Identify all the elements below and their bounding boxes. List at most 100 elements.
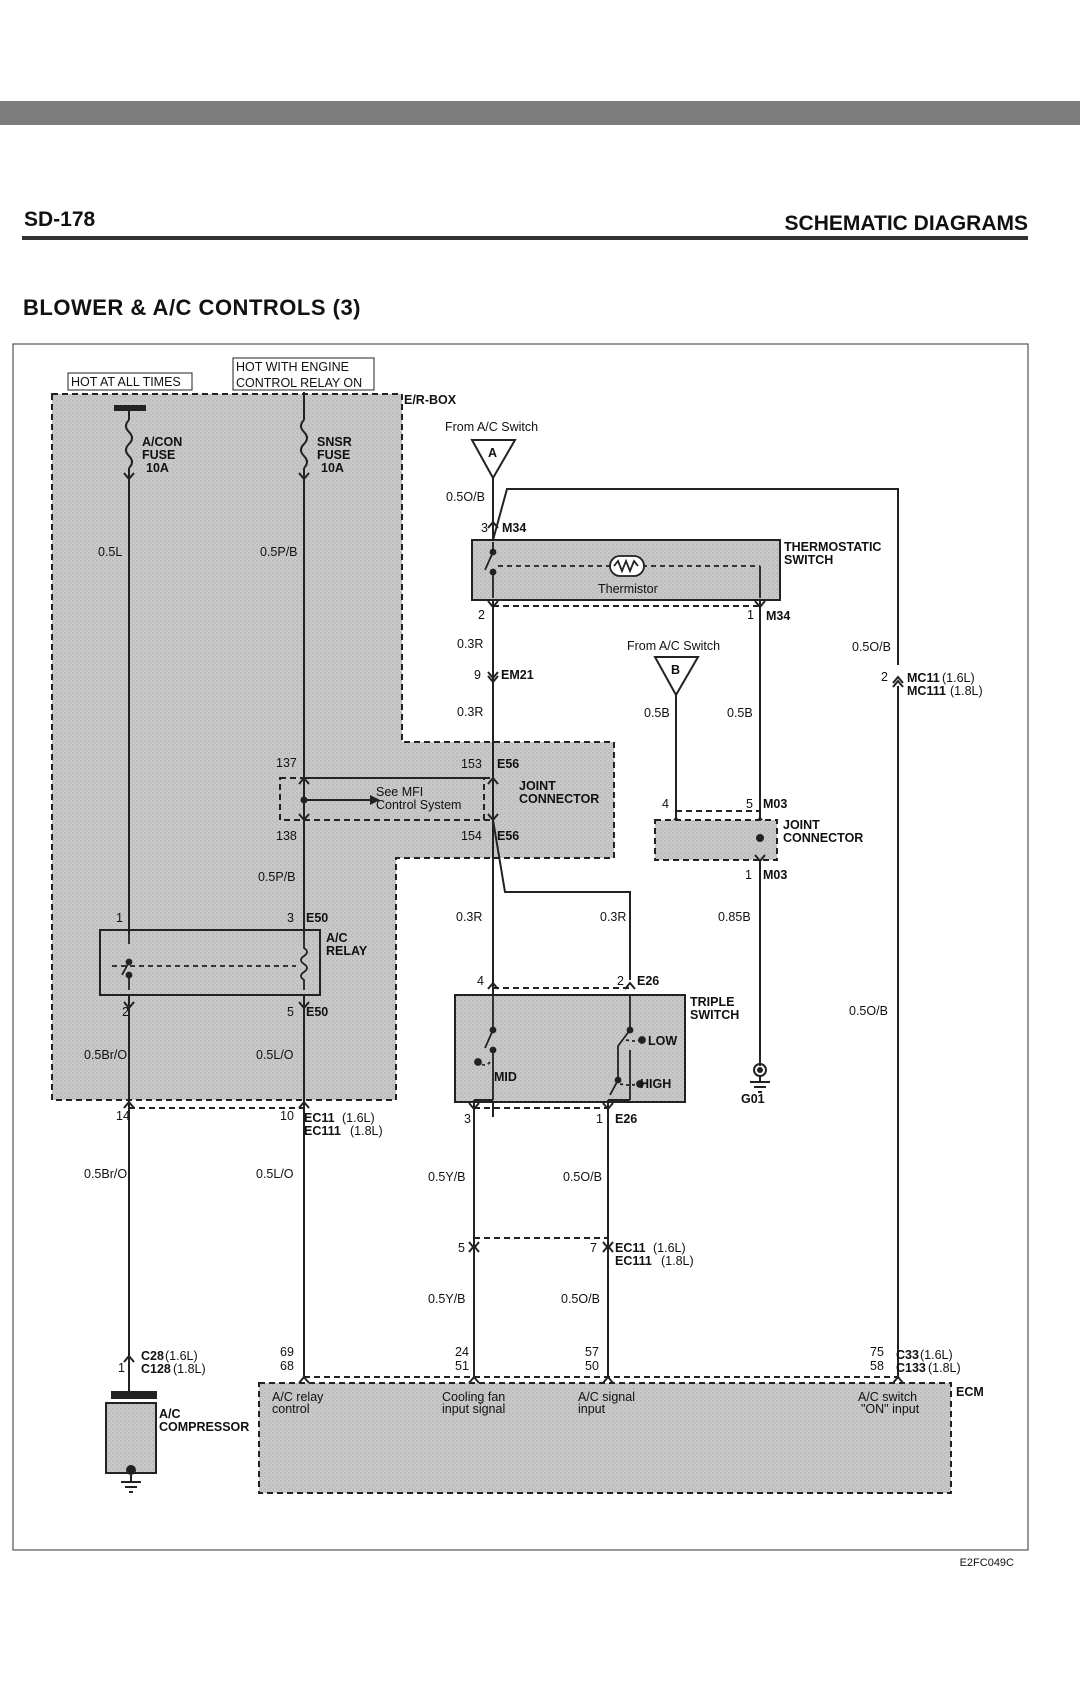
wire-label: 0.85B bbox=[718, 910, 751, 924]
figure-code: E2FC049C bbox=[959, 1557, 1014, 1569]
pin-label: 5 bbox=[458, 1241, 465, 1255]
header-rule bbox=[22, 236, 1028, 240]
pin-label: 1 bbox=[118, 1361, 125, 1375]
pin-label: 5 bbox=[287, 1005, 294, 1019]
pin-label: 1 bbox=[596, 1112, 603, 1126]
source-a-triangle bbox=[470, 439, 517, 481]
wire-label: 0.5O/B bbox=[561, 1292, 600, 1306]
wire-label: 0.3R bbox=[600, 910, 626, 924]
compressor-label-2: COMPRESSOR bbox=[159, 1420, 249, 1434]
top-band bbox=[0, 101, 1080, 125]
pin-label: 57 bbox=[585, 1345, 599, 1359]
mfi-joint bbox=[279, 777, 485, 821]
pin-label: 1 bbox=[116, 911, 123, 925]
wire-label: 0.3R bbox=[457, 637, 483, 651]
hot-engine-label-2: CONTROL RELAY ON bbox=[236, 376, 362, 390]
connector-label: E56 bbox=[497, 829, 519, 843]
pin-label: 10 bbox=[280, 1109, 294, 1123]
pin-label: 5 bbox=[746, 797, 753, 811]
pin-label: 1 bbox=[747, 608, 754, 622]
snsr-fuse-label-2: FUSE bbox=[317, 448, 350, 462]
pin-label: 138 bbox=[276, 829, 297, 843]
pin-label: 137 bbox=[276, 756, 297, 770]
pin-label: 4 bbox=[662, 797, 669, 811]
connector-label: MC11 bbox=[907, 671, 940, 685]
source-b-letter: B bbox=[671, 663, 680, 677]
wire-label: 0.5B bbox=[644, 706, 670, 720]
wire-label: 0.5Br/O bbox=[84, 1167, 127, 1181]
joint-connector-label-2: CONNECTOR bbox=[519, 792, 599, 806]
connector-label: M34 bbox=[502, 521, 526, 535]
ecm-module bbox=[258, 1382, 952, 1494]
connector-variant: (1.8L) bbox=[950, 684, 983, 698]
pin-label: 50 bbox=[585, 1359, 599, 1373]
pin-label: 9 bbox=[474, 668, 481, 682]
hot-engine-box bbox=[232, 357, 375, 391]
snsr-fuse-label-1: SNSR bbox=[317, 435, 352, 449]
wire-label: 0.5O/B bbox=[446, 490, 485, 504]
wire-label: 0.5P/B bbox=[260, 545, 298, 559]
pin-label: 1 bbox=[745, 868, 752, 882]
mid-label: MID bbox=[494, 1070, 517, 1084]
diagram-frame bbox=[12, 343, 1029, 1551]
connector-label: EC11 bbox=[615, 1241, 646, 1255]
connector-label: M03 bbox=[763, 797, 787, 811]
relay-label-1: A/C bbox=[326, 931, 348, 945]
ecm-input-label: A/C relay bbox=[272, 1390, 324, 1404]
source-b-triangle bbox=[653, 656, 700, 698]
wire-label: 0.3R bbox=[457, 705, 483, 719]
connector-label: C28 bbox=[141, 1349, 164, 1363]
high-label: HIGH bbox=[640, 1077, 671, 1091]
acon-fuse-label-2: FUSE bbox=[142, 448, 175, 462]
connector-variant: (1.8L) bbox=[173, 1362, 206, 1376]
ecm-input-label: Cooling fan bbox=[442, 1390, 505, 1404]
connector-label: EC111 bbox=[304, 1124, 341, 1138]
pin-label: 2 bbox=[881, 670, 888, 684]
wire-label: 0.5O/B bbox=[849, 1004, 888, 1018]
ecm-label: ECM bbox=[956, 1385, 984, 1399]
ecm-input-label: input signal bbox=[442, 1402, 505, 1416]
wire-label: 0.5L bbox=[98, 545, 122, 559]
split-wire bbox=[492, 819, 631, 980]
ecm-input-label: input bbox=[578, 1402, 606, 1416]
joint-connector-label-1: JOINT bbox=[519, 779, 556, 793]
pin-label: 68 bbox=[280, 1359, 294, 1373]
connector-label: C133 bbox=[896, 1361, 926, 1375]
pin-label: 2 bbox=[122, 1005, 129, 1019]
ecm-input-label: A/C signal bbox=[578, 1390, 635, 1404]
thermostatic-label-2: SWITCH bbox=[784, 553, 833, 567]
pin-label: 7 bbox=[590, 1241, 597, 1255]
connector-variant: (1.6L) bbox=[920, 1348, 953, 1362]
connector-label: EC111 bbox=[615, 1254, 652, 1268]
acon-fuse bbox=[123, 411, 135, 934]
ac-relay bbox=[99, 929, 321, 996]
connector-variant: (1.6L) bbox=[942, 671, 975, 685]
relay-internals bbox=[112, 934, 308, 990]
triple-label-1: TRIPLE bbox=[690, 995, 734, 1009]
triple-label-2: SWITCH bbox=[690, 1008, 739, 1022]
pin-label: 3 bbox=[287, 911, 294, 925]
pin-label: 75 bbox=[870, 1345, 884, 1359]
wire-label: 0.5L/O bbox=[256, 1167, 294, 1181]
connector-label: C33 bbox=[896, 1348, 919, 1362]
pin-label: 4 bbox=[477, 974, 484, 988]
thermistor-label: Thermistor bbox=[598, 582, 658, 596]
low-label: LOW bbox=[648, 1034, 677, 1048]
thermo-bypass bbox=[492, 488, 899, 665]
connector-label: E50 bbox=[306, 1005, 328, 1019]
pin-label: 3 bbox=[464, 1112, 471, 1126]
mfi-label-2: Control System bbox=[376, 798, 461, 812]
thermostatic-internals bbox=[484, 542, 761, 598]
ground-label: G01 bbox=[741, 1092, 765, 1106]
ac-compressor bbox=[105, 1402, 157, 1474]
er-box bbox=[51, 393, 615, 1101]
ecm-input-label: A/C switch bbox=[858, 1390, 917, 1404]
pin-label: 14 bbox=[116, 1109, 130, 1123]
connector-label: M34 bbox=[766, 609, 790, 623]
snsr-fuse bbox=[298, 392, 310, 934]
connector-label: EM21 bbox=[501, 668, 534, 682]
thermostatic-label-1: THERMOSTATIC bbox=[784, 540, 881, 554]
connector-label: MC111 bbox=[907, 684, 946, 698]
joint-connector-2-label-1: JOINT bbox=[783, 818, 820, 832]
ecm-input-label: "ON" input bbox=[861, 1402, 920, 1416]
